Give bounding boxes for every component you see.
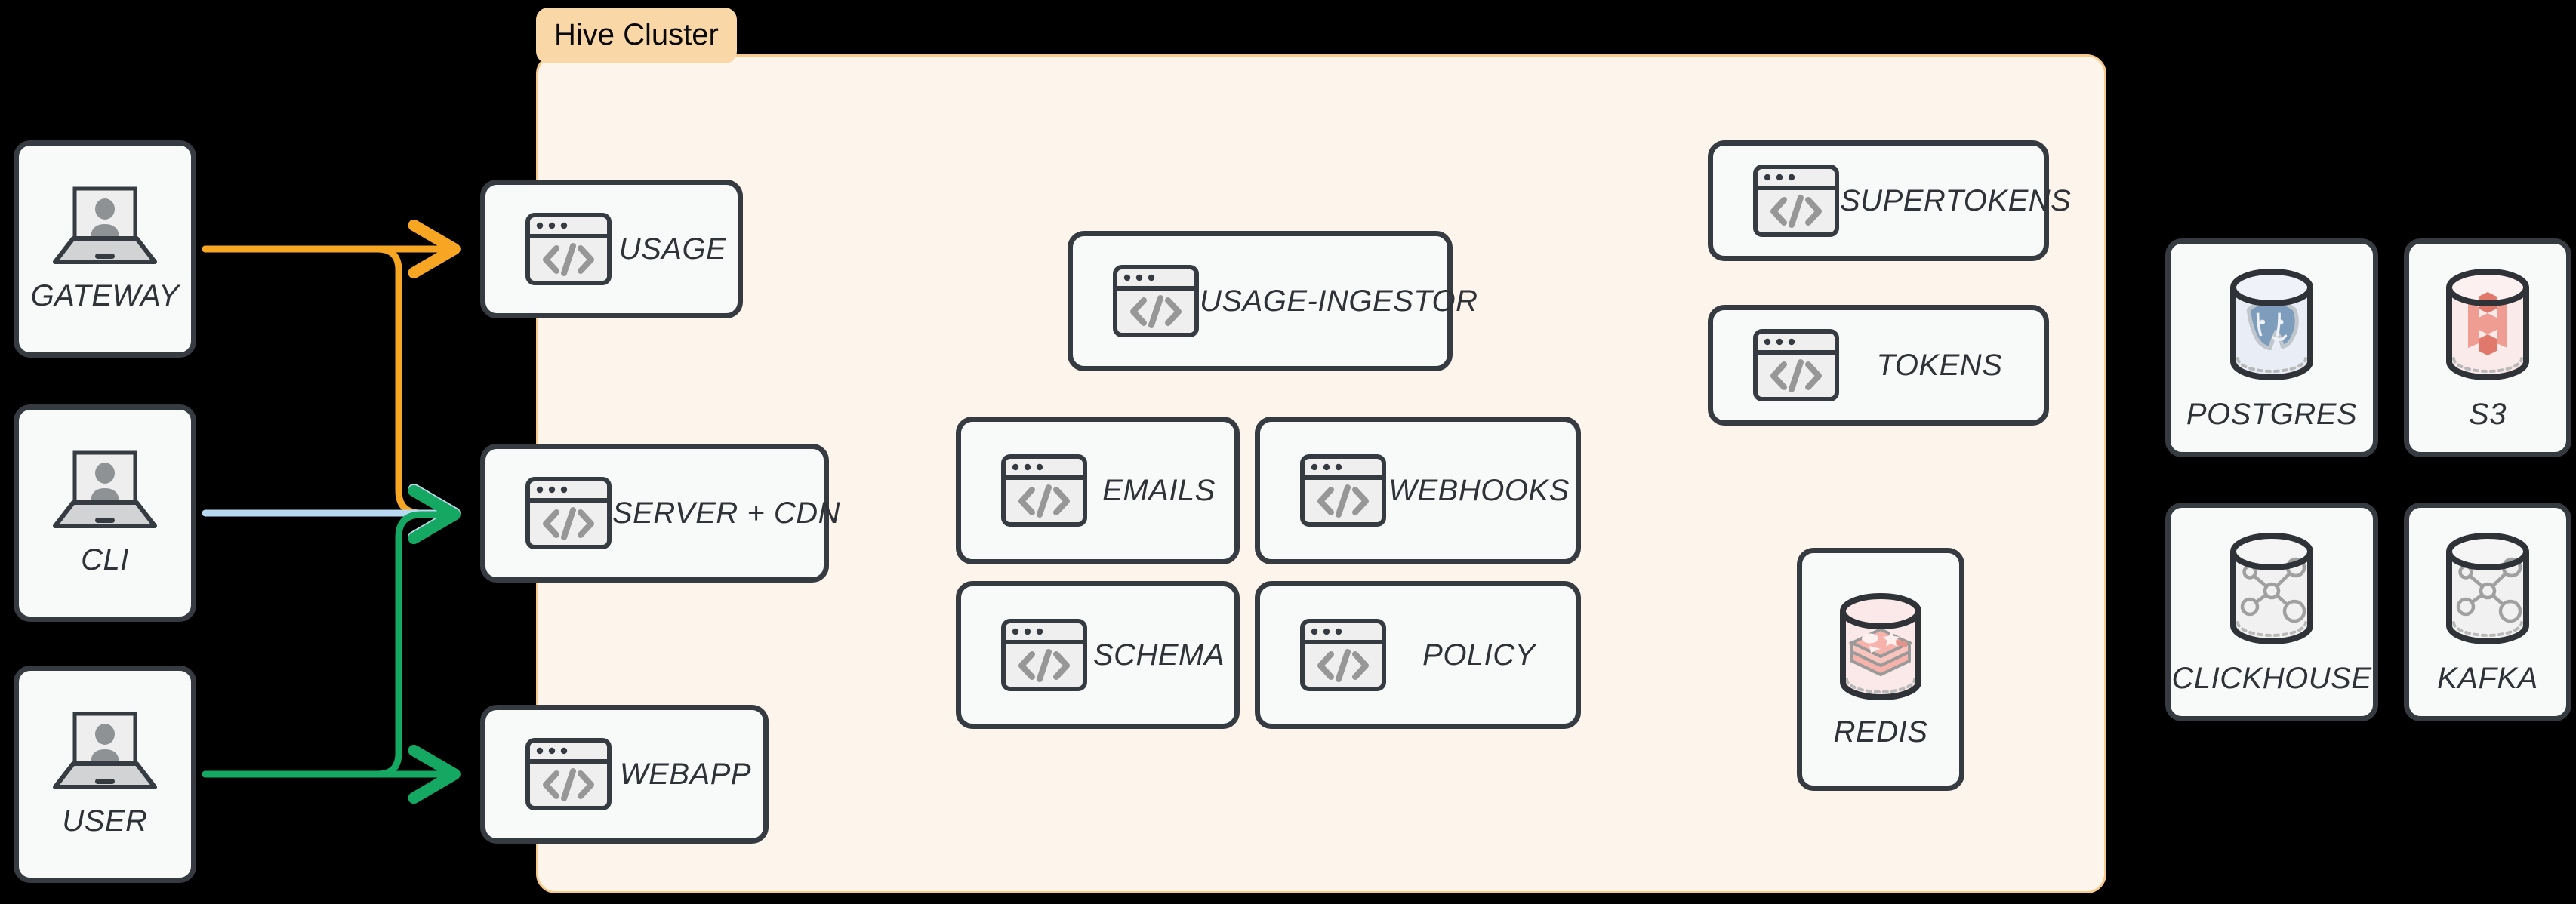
postgres-cylinder-icon xyxy=(2215,265,2328,386)
edge-user-to-server-cdn xyxy=(202,484,461,778)
node-label: WEBAPP xyxy=(619,757,752,791)
node-schema[interactable]: SCHEMA xyxy=(956,581,1240,729)
code-window-icon xyxy=(1000,454,1088,527)
clickhouse-cylinder-icon xyxy=(2215,529,2328,650)
node-kafka[interactable]: KAFKA xyxy=(2404,503,2571,721)
node-server-cdn[interactable]: SERVER + CDN xyxy=(480,444,840,583)
node-label: WEBHOOKS xyxy=(1388,473,1570,507)
node-label: REDIS xyxy=(1833,715,1928,749)
node-label: USAGE xyxy=(618,232,727,266)
laptop-person-icon xyxy=(48,186,162,267)
node-label: USAGE-INGESTOR xyxy=(1200,284,1478,318)
edge-gateway-to-server-cdn xyxy=(202,245,461,543)
node-label: POLICY xyxy=(1422,638,1536,672)
node-label: KAFKA xyxy=(2437,661,2538,695)
node-webapp[interactable]: WEBAPP xyxy=(480,705,769,844)
code-window-icon xyxy=(1112,264,1200,338)
node-label: S3 xyxy=(2469,397,2507,431)
node-label: SERVER + CDN xyxy=(612,496,841,530)
laptop-person-icon xyxy=(48,450,162,531)
node-label: SCHEMA xyxy=(1092,638,1225,672)
node-tokens[interactable]: TOKENS xyxy=(1708,305,2049,426)
code-window-icon xyxy=(1299,454,1387,527)
node-cli[interactable]: CLI xyxy=(14,404,196,622)
node-label: USER xyxy=(62,804,148,838)
code-window-icon xyxy=(1752,164,1840,238)
code-window-icon xyxy=(1000,618,1088,692)
node-emails[interactable]: EMAILS xyxy=(956,417,1240,564)
node-label: GATEWAY xyxy=(30,278,180,312)
node-label: POSTGRES xyxy=(2186,397,2358,431)
code-window-icon xyxy=(525,737,612,811)
kafka-cylinder-icon xyxy=(2431,529,2544,650)
node-redis[interactable]: REDIS xyxy=(1797,548,1964,791)
node-label: EMAILS xyxy=(1102,473,1216,507)
node-user[interactable]: USER xyxy=(14,666,196,883)
node-label: CLICKHOUSE xyxy=(2171,661,2372,695)
code-window-icon xyxy=(525,476,612,550)
node-clickhouse[interactable]: CLICKHOUSE xyxy=(2165,503,2378,721)
s3-cylinder-icon xyxy=(2431,265,2544,386)
code-window-icon xyxy=(1299,618,1387,692)
node-postgres[interactable]: POSTGRES xyxy=(2165,238,2378,457)
code-window-icon xyxy=(1752,328,1840,402)
node-gateway[interactable]: GATEWAY xyxy=(14,140,196,358)
laptop-person-icon xyxy=(48,711,162,792)
node-policy[interactable]: POLICY xyxy=(1255,581,1581,729)
node-supertokens[interactable]: SUPERTOKENS xyxy=(1708,140,2071,261)
node-usage[interactable]: USAGE xyxy=(480,180,743,318)
node-webhooks[interactable]: WEBHOOKS xyxy=(1255,417,1581,564)
node-label: TOKENS xyxy=(1876,348,2003,382)
code-window-icon xyxy=(525,212,612,286)
hive-cluster-label: Hive Cluster xyxy=(536,8,737,63)
node-label: CLI xyxy=(81,543,129,577)
redis-cylinder-icon xyxy=(1828,590,1934,703)
node-s3[interactable]: S3 xyxy=(2404,238,2571,457)
node-label: SUPERTOKENS xyxy=(1840,183,2072,217)
node-usage-ingestor[interactable]: USAGE-INGESTOR xyxy=(1068,231,1478,371)
